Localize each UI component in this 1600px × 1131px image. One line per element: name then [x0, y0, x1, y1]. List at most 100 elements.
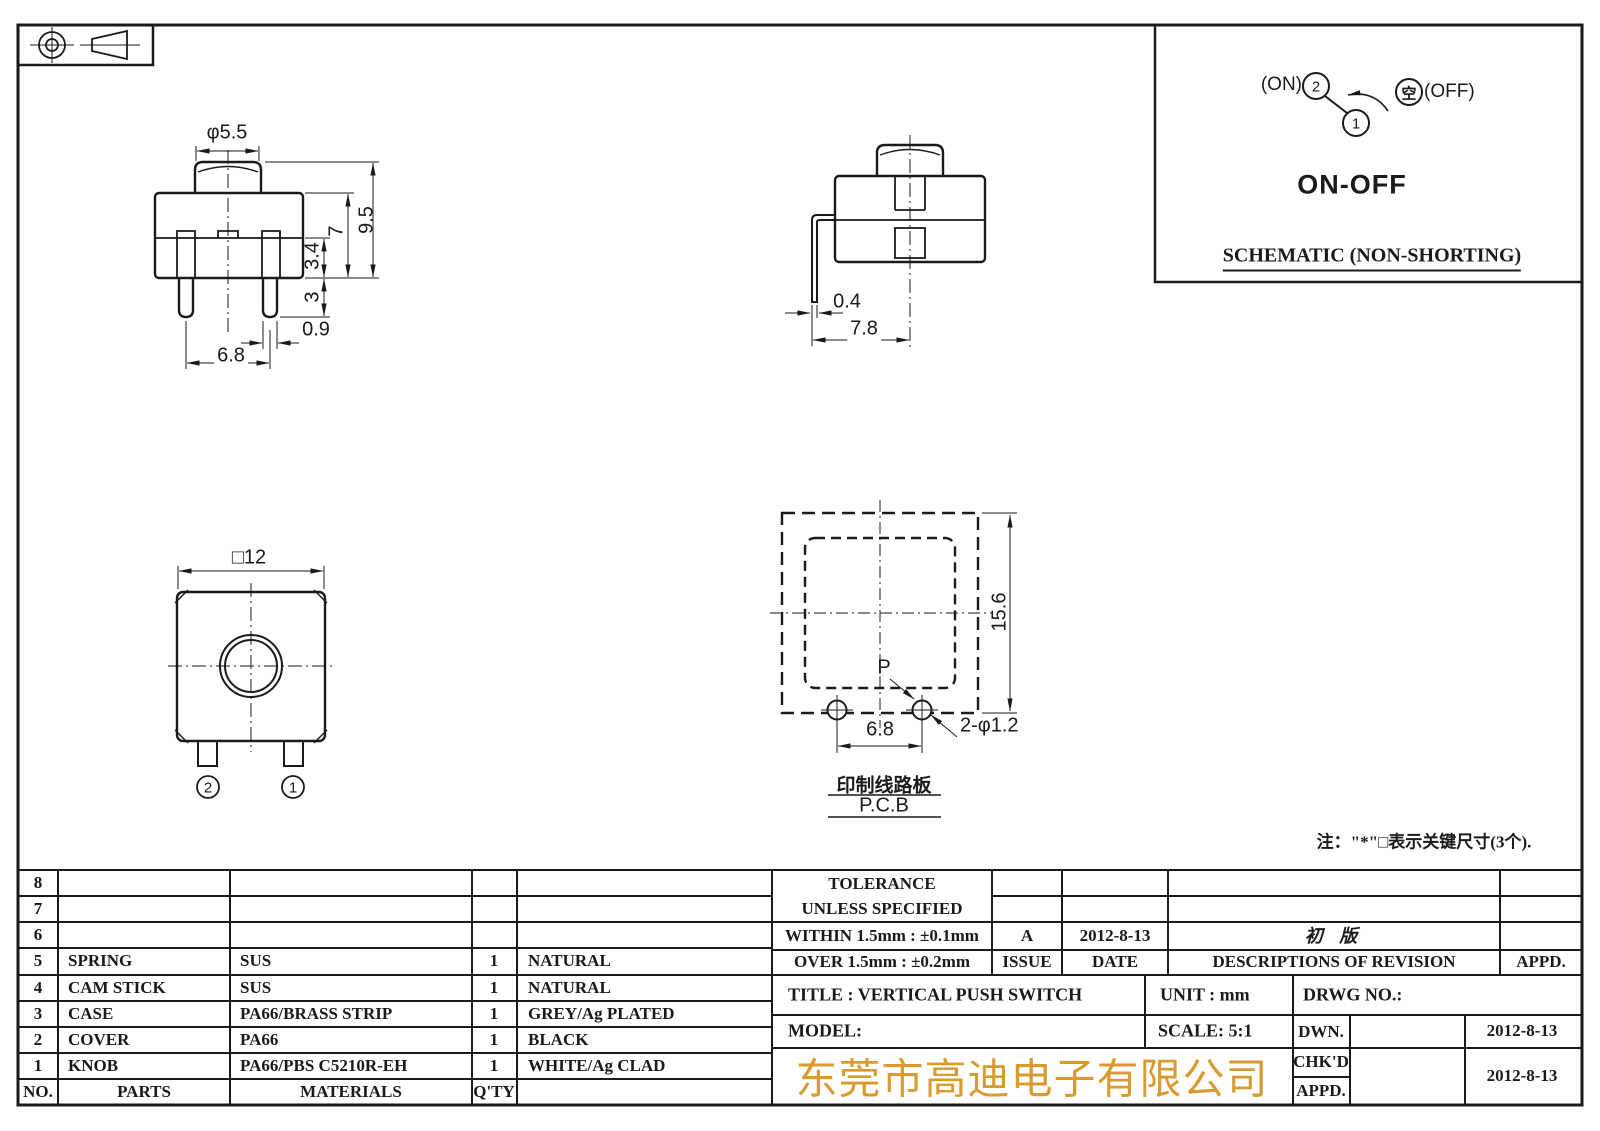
- chkd-label: CHK'D: [1293, 1052, 1349, 1071]
- col-header-materials: MATERIALS: [300, 1082, 402, 1101]
- issue-value: A: [1020, 926, 1034, 945]
- terminal-1-number: 1: [1351, 115, 1361, 133]
- col-header-no: NO.: [23, 1082, 53, 1101]
- pin1-label-circle: [281, 775, 305, 799]
- part-qty: 1: [489, 1004, 499, 1023]
- pin2-label-circle: [196, 775, 220, 799]
- part-name: CAM STICK: [68, 978, 166, 997]
- off-terminal-circle: [1395, 78, 1423, 106]
- part-finish: NATURAL: [528, 978, 611, 997]
- schematic-symbol: [1302, 72, 1423, 137]
- appd-col-header: APPD.: [1516, 952, 1566, 971]
- pcb-label-en: P.C.B: [859, 794, 909, 817]
- part-material: SUS: [240, 951, 272, 970]
- pcb-point-label: P: [877, 656, 891, 679]
- part-name: KNOB: [68, 1056, 119, 1075]
- tolerance-line1: TOLERANCE: [828, 874, 936, 893]
- drwg-no-label: DRWG NO.:: [1303, 984, 1403, 1005]
- dim-pin-pitch: 6.8: [214, 344, 248, 368]
- part-material: PA66/PBS C5210R-EH: [240, 1056, 408, 1075]
- dim-pin-length: 3: [301, 291, 324, 303]
- first-angle-projection-symbol: [30, 27, 140, 63]
- projection-cone-icon: [91, 29, 128, 61]
- dim-pin-width: 0.9: [302, 318, 330, 341]
- col-header-qty: Q'TY: [473, 1082, 515, 1101]
- dim-hole-spec: 2-φ1.2: [960, 714, 1019, 737]
- dim-square-size: □12: [231, 546, 267, 569]
- part-name: SPRING: [68, 951, 133, 970]
- sheet-border: [16, 23, 1584, 1107]
- tolerance-over: OVER 1.5mm : ±0.2mm: [793, 952, 971, 971]
- appd-label: APPD.: [1296, 1081, 1346, 1100]
- dim-lower-height: 3.4: [301, 242, 324, 270]
- model-label: MODEL:: [788, 1020, 862, 1041]
- row-no: 1: [33, 1056, 43, 1075]
- tolerance-within: WITHIN 1.5mm : ±0.1mm: [785, 926, 979, 945]
- dim-pcb-height: 15.6: [988, 592, 1011, 632]
- part-qty: 1: [489, 978, 499, 997]
- revision-description: 初 版: [1304, 926, 1364, 946]
- dim-hole-pitch: 6.8: [866, 718, 894, 741]
- left-pin: [177, 278, 195, 319]
- pin-2: [197, 740, 218, 767]
- dwn-label: DWN.: [1298, 1022, 1344, 1041]
- key-dimension-note: 注："*"□表示关键尺寸(3个).: [1316, 832, 1532, 852]
- row-no: 7: [33, 899, 43, 918]
- terminal-2-number: 2: [1311, 78, 1321, 96]
- right-pin: [261, 278, 279, 319]
- switch-function-label: ON-OFF: [1297, 169, 1407, 200]
- scale-label: SCALE: 5:1: [1158, 1020, 1253, 1041]
- on-label: (ON): [1260, 74, 1302, 95]
- dim-pin-thickness: 0.4: [833, 290, 861, 313]
- front-view: [153, 146, 379, 369]
- pin-1: [283, 740, 304, 767]
- part-finish: GREY/Ag PLATED: [528, 1004, 675, 1023]
- row-no: 2: [33, 1030, 43, 1049]
- pcb-label-cn: 印制线路板: [836, 775, 932, 797]
- unit-label: UNIT : mm: [1160, 984, 1250, 1005]
- row-no: 3: [33, 1004, 43, 1023]
- off-cn-symbol: 空: [1401, 85, 1417, 103]
- pcb-view: [770, 500, 1017, 818]
- date-header: DATE: [1092, 952, 1138, 971]
- dim-total-height: 9.5: [355, 206, 378, 234]
- switch-lever-line: [1324, 95, 1348, 114]
- dim-body-height: 7: [325, 225, 348, 237]
- dim-pin-offset: 7.8: [847, 317, 881, 341]
- title-block-grid: [18, 869, 1582, 1105]
- part-name: CASE: [68, 1004, 114, 1023]
- part-name: COVER: [68, 1030, 130, 1049]
- projection-symbol-box: [16, 23, 155, 67]
- part-qty: 1: [489, 951, 499, 970]
- col-header-parts: PARTS: [117, 1082, 171, 1101]
- part-material: SUS: [240, 978, 272, 997]
- descriptions-header: DESCRIPTIONS OF REVISION: [1212, 952, 1456, 971]
- dwn-date: 2012-8-13: [1486, 1021, 1558, 1040]
- bent-pin: [811, 214, 835, 303]
- terminal-1-circle: [1342, 109, 1370, 137]
- schematic-box: [1153, 23, 1584, 284]
- row-no: 6: [33, 925, 43, 944]
- pin1-number: 1: [288, 779, 298, 797]
- part-qty: 1: [489, 1056, 499, 1075]
- part-qty: 1: [489, 1030, 499, 1049]
- case-outline: [153, 191, 305, 280]
- issue-date-value: 2012-8-13: [1079, 926, 1151, 945]
- part-material: PA66/BRASS STRIP: [240, 1004, 393, 1023]
- row-no: 8: [33, 873, 43, 892]
- schematic-caption: SCHEMATIC (NON-SHORTING): [1222, 245, 1522, 272]
- terminal-2-circle: [1302, 72, 1330, 100]
- rotate-arrow-icon: [1347, 90, 1389, 112]
- row-no: 4: [33, 978, 43, 997]
- off-label: (OFF): [1424, 81, 1475, 102]
- pin2-number: 2: [203, 779, 213, 797]
- pcb-dimensions: [836, 512, 1017, 753]
- front-view-dimensions: [185, 146, 379, 369]
- chkd-date: 2012-8-13: [1486, 1066, 1558, 1085]
- company-name: 东莞市高迪电子有限公司: [795, 1055, 1269, 1103]
- part-material: PA66: [240, 1030, 279, 1049]
- issue-header: ISSUE: [1002, 952, 1052, 971]
- part-finish: WHITE/Ag CLAD: [528, 1056, 666, 1075]
